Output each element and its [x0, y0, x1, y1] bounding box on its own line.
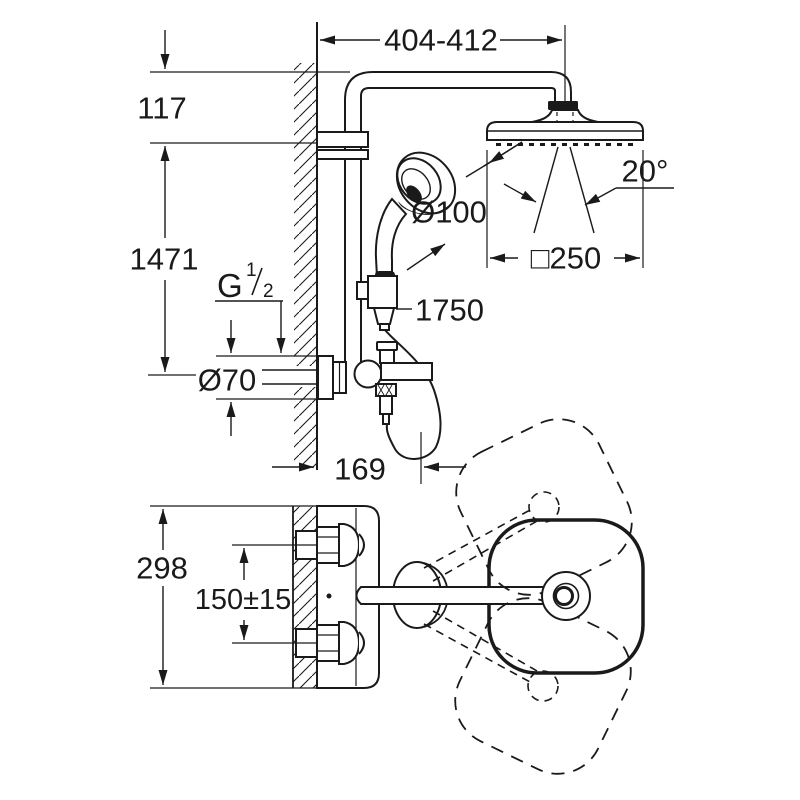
dim-connection-centers: 150±15 [195, 544, 318, 644]
thread-den-label: 2 [263, 281, 274, 302]
thread-g-label: G [217, 267, 243, 304]
dim-spray-angle: 20° [503, 154, 674, 206]
hose-nut [372, 307, 396, 325]
wall-bracket [316, 131, 369, 160]
connection-centers-label: 150±15 [195, 584, 292, 616]
escutcheon-diameter-label: Ø70 [198, 363, 257, 398]
dim-plan-width: 298 [136, 505, 320, 689]
hand-shower-rim-shadow [398, 201, 451, 215]
hand-shower-diameter-label: Ø100 [411, 195, 487, 230]
diverter-knob [379, 349, 395, 364]
dim-hose-length: 1750 [396, 293, 484, 328]
dim-thread: G 1 2 [215, 260, 286, 353]
valve-body [380, 362, 433, 381]
dim-arm-reach: 404-412 [320, 23, 562, 58]
thermostat-valve-side [317, 341, 433, 425]
head-offset-label: 117 [137, 91, 186, 126]
outlet-tip [382, 413, 390, 425]
spray-line-right [569, 146, 595, 234]
dim-hand-shower: Ø100 [406, 141, 523, 271]
thermostat-valve-plan [316, 505, 380, 689]
swivel-square-up [455, 418, 633, 596]
overall-height-label: 1471 [130, 242, 199, 277]
dim-escutcheon: Ø70 [198, 320, 318, 436]
spray-angle-label: 20° [622, 154, 669, 189]
plan-width-label: 298 [136, 551, 188, 586]
valve-projection-label: 169 [334, 452, 386, 487]
spray-line-left [533, 146, 559, 234]
shower-arm-plan [355, 586, 561, 605]
head-size-label: □250 [531, 241, 601, 276]
dim-valve-projection: 169 [272, 432, 466, 487]
dim-overall-height: 1471 [130, 146, 199, 376]
hand-shower-holder [356, 275, 398, 331]
wall-section-side [262, 22, 318, 470]
arm-reach-label: 404-412 [384, 23, 498, 58]
wall-section-plan [292, 506, 319, 688]
dim-head-size: □250 [486, 150, 644, 276]
escutcheon [317, 355, 334, 400]
outlet-nut [375, 383, 397, 397]
dim-head-offset: 117 [137, 30, 350, 144]
head-shower-side [486, 101, 644, 234]
hose-length-label: 1750 [415, 293, 484, 328]
swivel-square-down [454, 597, 632, 775]
ball-joint-plan [541, 571, 591, 621]
thread-num-label: 1 [246, 260, 257, 281]
hand-shower-side [374, 151, 457, 288]
plan-view: 298 150±15 [136, 418, 645, 775]
head-connector-nut [548, 101, 578, 110]
side-view: 404-412 117 1471 G 1 2 [130, 22, 674, 487]
